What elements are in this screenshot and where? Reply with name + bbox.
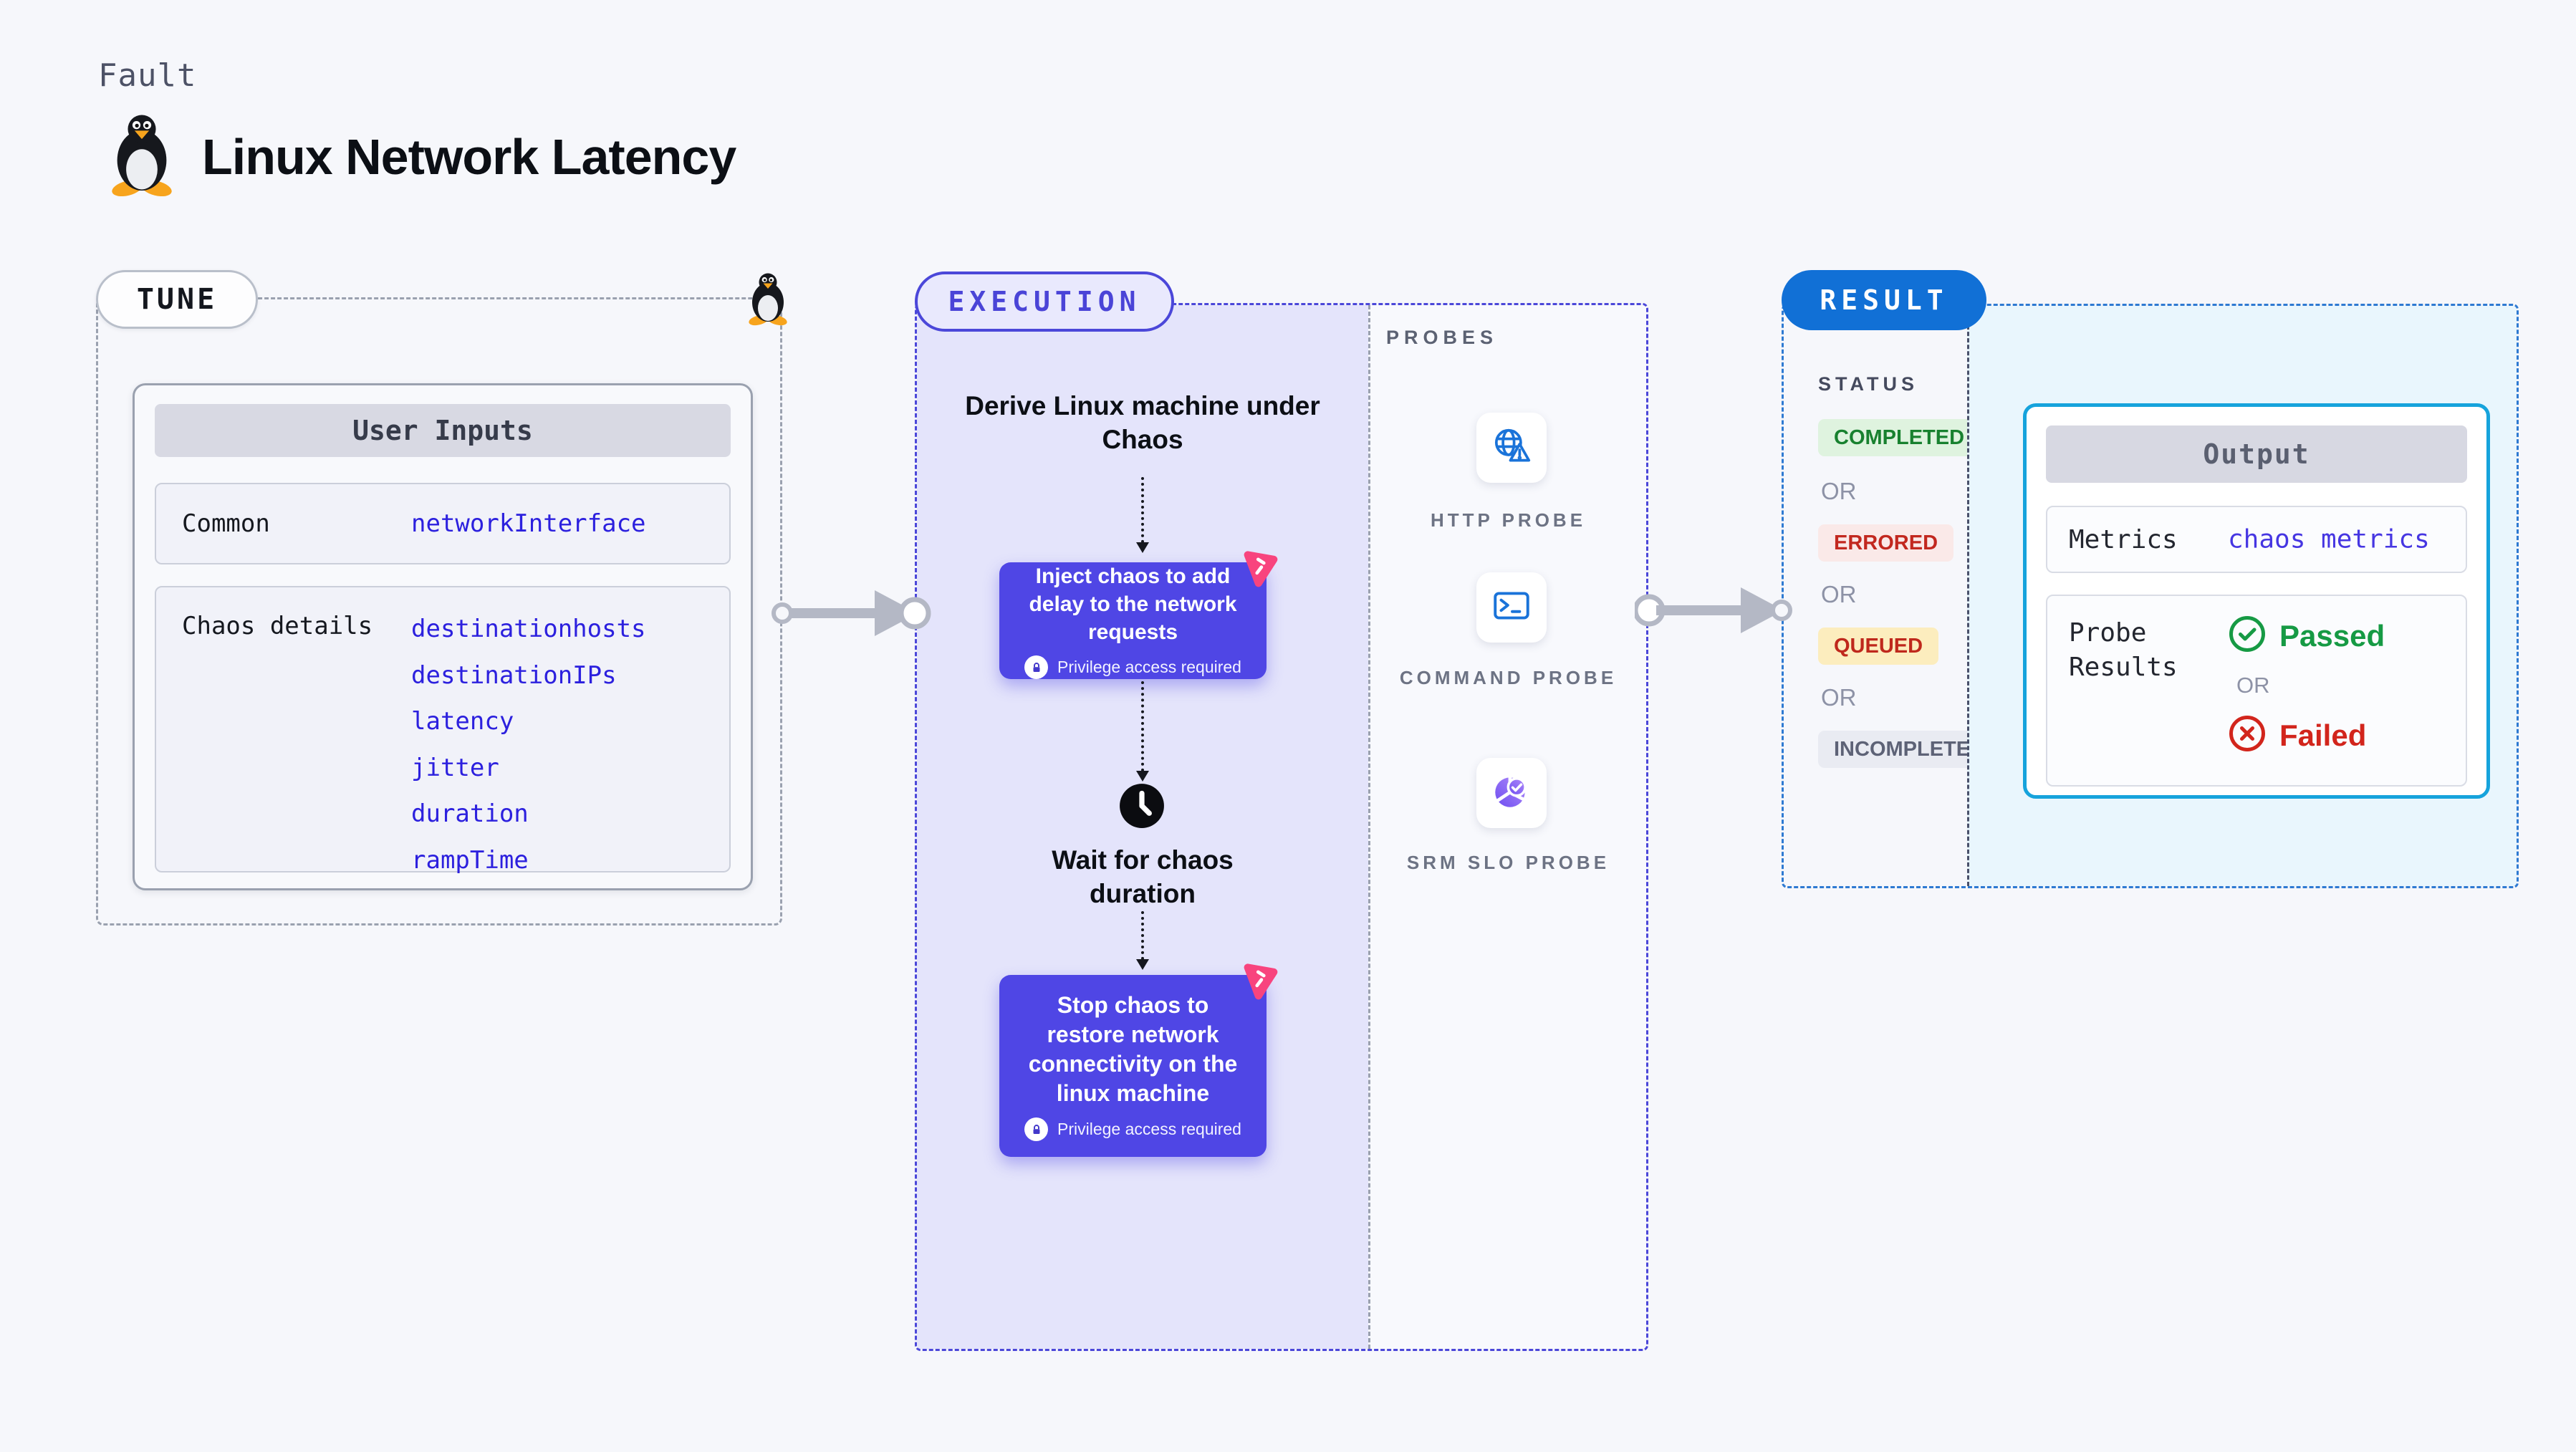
status-badge-completed: COMPLETED (1818, 419, 1981, 456)
privilege-label: Privilege access required (1057, 1120, 1241, 1138)
metrics-value: chaos metrics (2228, 524, 2430, 554)
input-row-label: Common (182, 509, 270, 538)
flow-connector-down (1136, 477, 1149, 553)
probe-results-label: Probe Results (2069, 618, 2178, 682)
tune-section: User Inputs Common networkInterface Chao… (96, 297, 782, 925)
globe-alert-icon (1489, 424, 1534, 472)
command-probe-card (1476, 572, 1547, 643)
probes-label: PROBES (1386, 327, 1499, 348)
failed-icon (2228, 714, 2267, 756)
metrics-row: Metrics chaos metrics (2046, 506, 2467, 573)
privilege-label: Privilege access required (1057, 658, 1241, 676)
input-value: networkInterface (411, 509, 646, 538)
page-title: Linux Network Latency (202, 128, 736, 185)
execution-section: Derive Linux machine under Chaos Inject … (915, 303, 1648, 1351)
or-separator: OR (1821, 684, 1857, 711)
lock-icon (1024, 655, 1049, 679)
input-row-label: Chaos details (182, 612, 373, 640)
http-probe-card (1476, 413, 1547, 483)
failed-label: Failed (2279, 718, 2367, 752)
status-badge-errored: ERRORED (1818, 524, 1954, 562)
execution-section-label: EXECUTION (915, 271, 1174, 332)
user-inputs-header: User Inputs (155, 404, 731, 457)
input-value: destinationIPs (411, 660, 617, 690)
derive-step-text: Derive Linux machine under Chaos (965, 391, 1320, 454)
title-row: Linux Network Latency (106, 113, 736, 200)
clock-icon (1118, 782, 1166, 833)
status-label: STATUS (1818, 373, 1918, 395)
input-value: jitter (411, 753, 499, 782)
privilege-row: Privilege access required (1024, 655, 1241, 679)
linux-tux-icon (745, 269, 791, 332)
chaos-detail-values: destinationhosts destinationIPs latency … (411, 606, 646, 883)
status-column: STATUS COMPLETED OR ERRORED OR QUEUED OR… (1784, 306, 2001, 886)
stop-step-text: Stop chaos to restore network connectivi… (1028, 992, 1238, 1106)
privilege-row: Privilege access required (1024, 1117, 1241, 1141)
chaos-fault-icon (1238, 546, 1282, 590)
inject-step-text: Inject chaos to add delay to the network… (1029, 564, 1237, 644)
fault-kicker: Fault (98, 57, 197, 94)
srm-slo-probe-card (1476, 758, 1547, 828)
slo-pie-check-icon (1489, 769, 1534, 817)
passed-icon (2228, 615, 2267, 657)
or-separator: OR (2236, 673, 2270, 698)
probes-panel: PROBES HTTP PROBE (1368, 305, 1646, 1349)
srm-slo-probe-label: SRM SLO PROBE (1406, 852, 1610, 873)
flow-connector-down (1136, 681, 1149, 782)
wait-step-text: Wait for chaos duration (1052, 845, 1234, 908)
input-value: rampTime (411, 845, 529, 875)
lock-icon (1024, 1117, 1049, 1141)
passed-label: Passed (2279, 618, 2385, 653)
http-probe-label: HTTP PROBE (1430, 509, 1587, 531)
input-value: destinationhosts (411, 615, 646, 643)
execution-to-result-arrow (1635, 587, 1792, 633)
result-section: STATUS COMPLETED OR ERRORED OR QUEUED OR… (1782, 304, 2519, 888)
or-separator: OR (1821, 478, 1857, 504)
input-value: duration (411, 799, 529, 828)
input-row-chaos-details: Chaos details destinationhosts destinati… (155, 586, 731, 875)
flow-connector-down (1136, 911, 1149, 970)
result-section-label: RESULT (1782, 270, 1986, 330)
output-header: Output (2046, 425, 2467, 483)
terminal-icon (1489, 584, 1534, 632)
tune-to-execution-arrow (772, 590, 931, 636)
execution-flow-area: Derive Linux machine under Chaos Inject … (917, 305, 1368, 1349)
passed-item: Passed (2228, 615, 2385, 657)
failed-item: Failed (2228, 714, 2385, 756)
metrics-label: Metrics (2069, 524, 2178, 554)
linux-tux-icon (106, 113, 178, 200)
or-separator: OR (1821, 581, 1857, 607)
output-card: Output Metrics chaos metrics Probe Resul… (2023, 403, 2490, 799)
status-badge-queued: QUEUED (1818, 628, 1939, 665)
chaos-fault-icon (1238, 958, 1282, 1003)
probe-results-row: Probe Results Passed OR (2046, 595, 2467, 787)
user-inputs-card: User Inputs Common networkInterface Chao… (133, 383, 753, 890)
probe-results-values: Passed OR Failed (2228, 615, 2385, 756)
command-probe-label: COMMAND PROBE (1399, 667, 1618, 688)
input-value: latency (411, 707, 514, 736)
inject-chaos-step: Inject chaos to add delay to the network… (999, 562, 1267, 679)
output-panel: Output Metrics chaos metrics Probe Resul… (1967, 306, 2517, 886)
input-row-common: Common networkInterface (155, 483, 731, 564)
stop-chaos-step: Stop chaos to restore network connectivi… (999, 975, 1267, 1157)
tune-section-label: TUNE (96, 270, 258, 329)
